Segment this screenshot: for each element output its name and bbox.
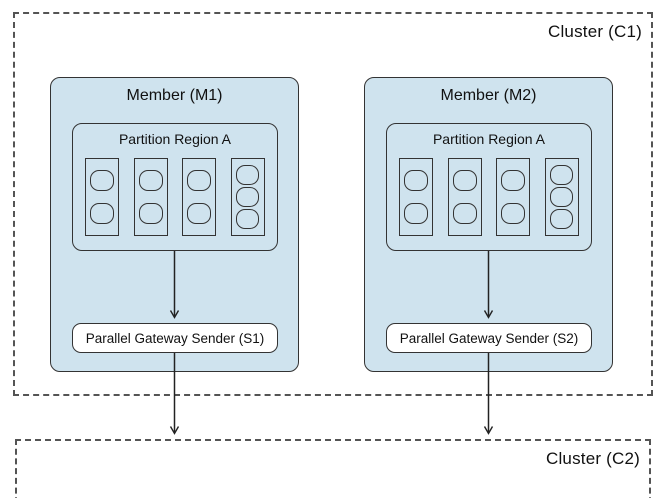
bucket xyxy=(447,158,482,236)
bucket xyxy=(230,158,265,236)
entry-oval xyxy=(452,170,477,191)
bucket xyxy=(85,158,119,236)
entry-oval xyxy=(187,203,212,224)
entry-oval xyxy=(452,203,477,224)
bucket xyxy=(544,158,579,236)
bucket xyxy=(133,158,168,236)
entry-oval xyxy=(138,203,163,224)
cluster-c1-label: Cluster (C1) xyxy=(547,22,642,41)
partition-region-a-m1: Partition Region A xyxy=(72,123,278,251)
member-m2-box: Member (M2) Partition Region A Parallel … xyxy=(364,77,613,372)
entry-oval xyxy=(550,165,574,185)
bucket xyxy=(496,158,531,236)
entry-oval xyxy=(404,203,428,224)
entry-oval xyxy=(501,203,526,224)
member-m2-label: Member (M2) xyxy=(440,87,537,104)
bucket xyxy=(399,158,433,236)
entry-oval xyxy=(550,209,574,229)
entry-oval xyxy=(501,170,526,191)
gateway-sender-s2-box: Parallel Gateway Sender (S2) xyxy=(386,323,592,353)
entry-oval xyxy=(187,170,212,191)
cluster-c2-box: Cluster (C2) xyxy=(15,439,651,498)
partition-region-a-m2: Partition Region A xyxy=(386,123,592,251)
bucket-row-m1 xyxy=(73,158,277,236)
bucket-row-m2 xyxy=(387,158,591,236)
cluster-c2-label: Cluster (C2) xyxy=(545,449,640,468)
entry-oval xyxy=(90,170,114,191)
member-m1-box: Member (M1) Partition Region A Parallel … xyxy=(50,77,299,372)
gateway-sender-s1-box: Parallel Gateway Sender (S1) xyxy=(72,323,278,353)
entry-oval xyxy=(236,165,260,185)
entry-oval xyxy=(138,170,163,191)
partition-region-a-m1-label: Partition Region A xyxy=(118,131,232,147)
entry-oval xyxy=(404,170,428,191)
entry-oval xyxy=(550,187,574,207)
cluster-c1-box: Cluster (C1) xyxy=(13,12,653,396)
entry-oval xyxy=(236,187,260,207)
bucket xyxy=(182,158,217,236)
member-m1-label: Member (M1) xyxy=(126,87,223,104)
partition-region-a-m2-label: Partition Region A xyxy=(432,131,546,147)
entry-oval xyxy=(236,209,260,229)
entry-oval xyxy=(90,203,114,224)
